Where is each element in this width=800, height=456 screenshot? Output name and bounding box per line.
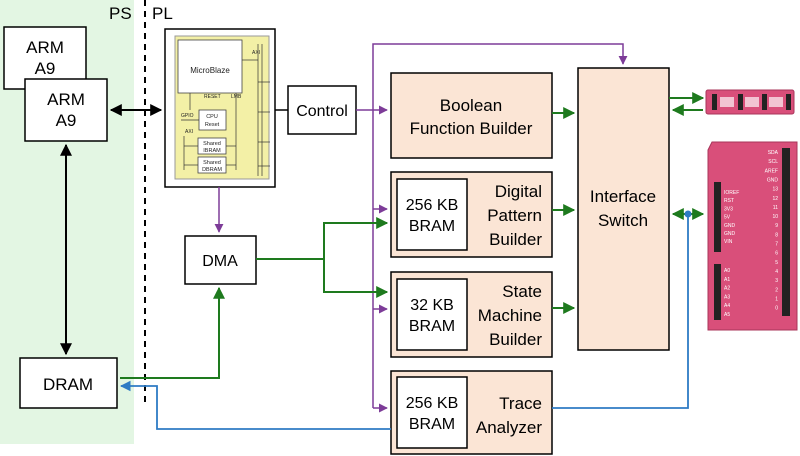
arduino-pin-label: RST xyxy=(724,198,734,204)
pattern-bram-1: 256 KB xyxy=(406,197,458,214)
arduino-pin-label: 1 xyxy=(775,296,778,302)
mb-cpu-reset-2: Reset xyxy=(205,122,220,128)
arduino-pin-label: A5 xyxy=(724,312,730,318)
arduino-pin-label: 10 xyxy=(772,214,778,220)
arduino-pin-label: A0 xyxy=(724,268,730,274)
trace-bram xyxy=(396,376,468,449)
arduino-pin-label: 0 xyxy=(775,306,778,312)
arduino-pin-label: 9 xyxy=(775,223,778,229)
trace-label-2: Analyzer xyxy=(476,418,542,437)
arduino-pin-label: 5 xyxy=(775,260,778,266)
pattern-label-2: Pattern xyxy=(487,206,542,225)
boolean-function-builder xyxy=(390,72,553,159)
arduino-pin-label: A4 xyxy=(724,303,730,309)
trace-bus xyxy=(119,214,689,430)
microblaze-subsystem: MicroBlaze AXI GPIO RESET LMB AXI CPU Re… xyxy=(164,28,276,188)
state-bram-1: 32 KB xyxy=(410,297,454,314)
microblaze-core xyxy=(177,39,243,94)
control-box xyxy=(287,85,357,135)
arm-back-line2: A9 xyxy=(35,59,56,78)
ps-label: PS xyxy=(109,4,132,23)
arduino-pin-label: 6 xyxy=(775,251,778,257)
arduino-pin-label: GND xyxy=(767,177,779,183)
arduino-header: SDASCLAREFGND131211109876543210IOREFRST3… xyxy=(707,141,798,331)
pattern-bram-2: BRAM xyxy=(409,218,455,235)
state-label-1: State xyxy=(502,282,542,301)
dma-label: DMA xyxy=(202,253,238,270)
data-bus xyxy=(120,92,705,379)
trace-bram-1: 256 KB xyxy=(406,395,458,412)
arduino-pin-label: 7 xyxy=(775,242,778,248)
interface-line1: Interface xyxy=(590,187,656,206)
interface-line2: Switch xyxy=(598,211,648,230)
trace-bram-2: BRAM xyxy=(409,416,455,433)
arm-front-line2: A9 xyxy=(56,111,77,130)
state-label-2: Machine xyxy=(478,306,542,325)
mb-axi-top: AXI xyxy=(252,50,260,56)
mb-dbram-2: DBRAM xyxy=(202,167,222,173)
state-label-3: Builder xyxy=(489,330,542,349)
mb-ibram-2: IBRAM xyxy=(203,148,221,154)
arduino-pin-label: 5V xyxy=(724,215,731,221)
arduino-pin-label: GND xyxy=(724,231,736,237)
arm-back-line1: ARM xyxy=(26,38,64,57)
arduino-pin-label: SCL xyxy=(768,159,778,165)
arduino-pin-label: A1 xyxy=(724,277,730,283)
dram-box xyxy=(19,357,118,409)
arduino-pin-label: 3 xyxy=(775,278,778,284)
trace-label-1: Trace xyxy=(499,394,542,413)
pl-label: PL xyxy=(152,4,173,23)
boolean-line2: Function Builder xyxy=(410,119,533,138)
interface-switch xyxy=(577,67,670,351)
pmod-connector xyxy=(705,89,795,115)
arm-a9-box xyxy=(24,78,108,142)
mb-lmb: LMB xyxy=(231,94,242,100)
arduino-pin-label: 8 xyxy=(775,232,778,238)
arduino-pin-label: GND xyxy=(724,223,736,229)
microblaze-core-label: MicroBlaze xyxy=(190,66,230,75)
control-bus xyxy=(214,43,628,413)
boolean-line1: Boolean xyxy=(440,96,502,115)
mb-axi-left: AXI xyxy=(185,129,193,135)
mb-reset: RESET xyxy=(204,94,221,100)
pattern-bram xyxy=(396,178,468,251)
arduino-pin-label: IOREF xyxy=(724,190,739,196)
arduino-pin-label: 12 xyxy=(772,196,778,202)
arduino-pin-label: SDA xyxy=(768,150,779,156)
state-bram-2: BRAM xyxy=(409,318,455,335)
arduino-pin-label: 2 xyxy=(775,287,778,293)
arduino-pin-label: 11 xyxy=(773,205,778,211)
arduino-pin-label: AREF xyxy=(765,168,778,174)
arduino-pin-label: 13 xyxy=(772,187,778,193)
pattern-label-3: Builder xyxy=(489,230,542,249)
arm-front-line1: ARM xyxy=(47,90,85,109)
control-label: Control xyxy=(296,103,348,120)
state-bram xyxy=(396,278,468,351)
mb-cpu-reset-1: CPU xyxy=(206,114,218,120)
dma-box xyxy=(184,235,257,285)
arduino-pin-label: A3 xyxy=(724,294,730,300)
arduino-pin-label: VIN xyxy=(724,239,733,245)
pattern-label-1: Digital xyxy=(495,182,542,201)
mb-ibram-1: Shared xyxy=(203,141,221,147)
arduino-pin-label: 4 xyxy=(775,269,778,275)
mb-dbram-1: Shared xyxy=(203,160,221,166)
dram-label: DRAM xyxy=(43,375,93,394)
arduino-pin-label: 3V3 xyxy=(724,206,733,212)
arduino-pin-label: A2 xyxy=(724,286,730,292)
mb-gpio: GPIO xyxy=(181,113,194,119)
